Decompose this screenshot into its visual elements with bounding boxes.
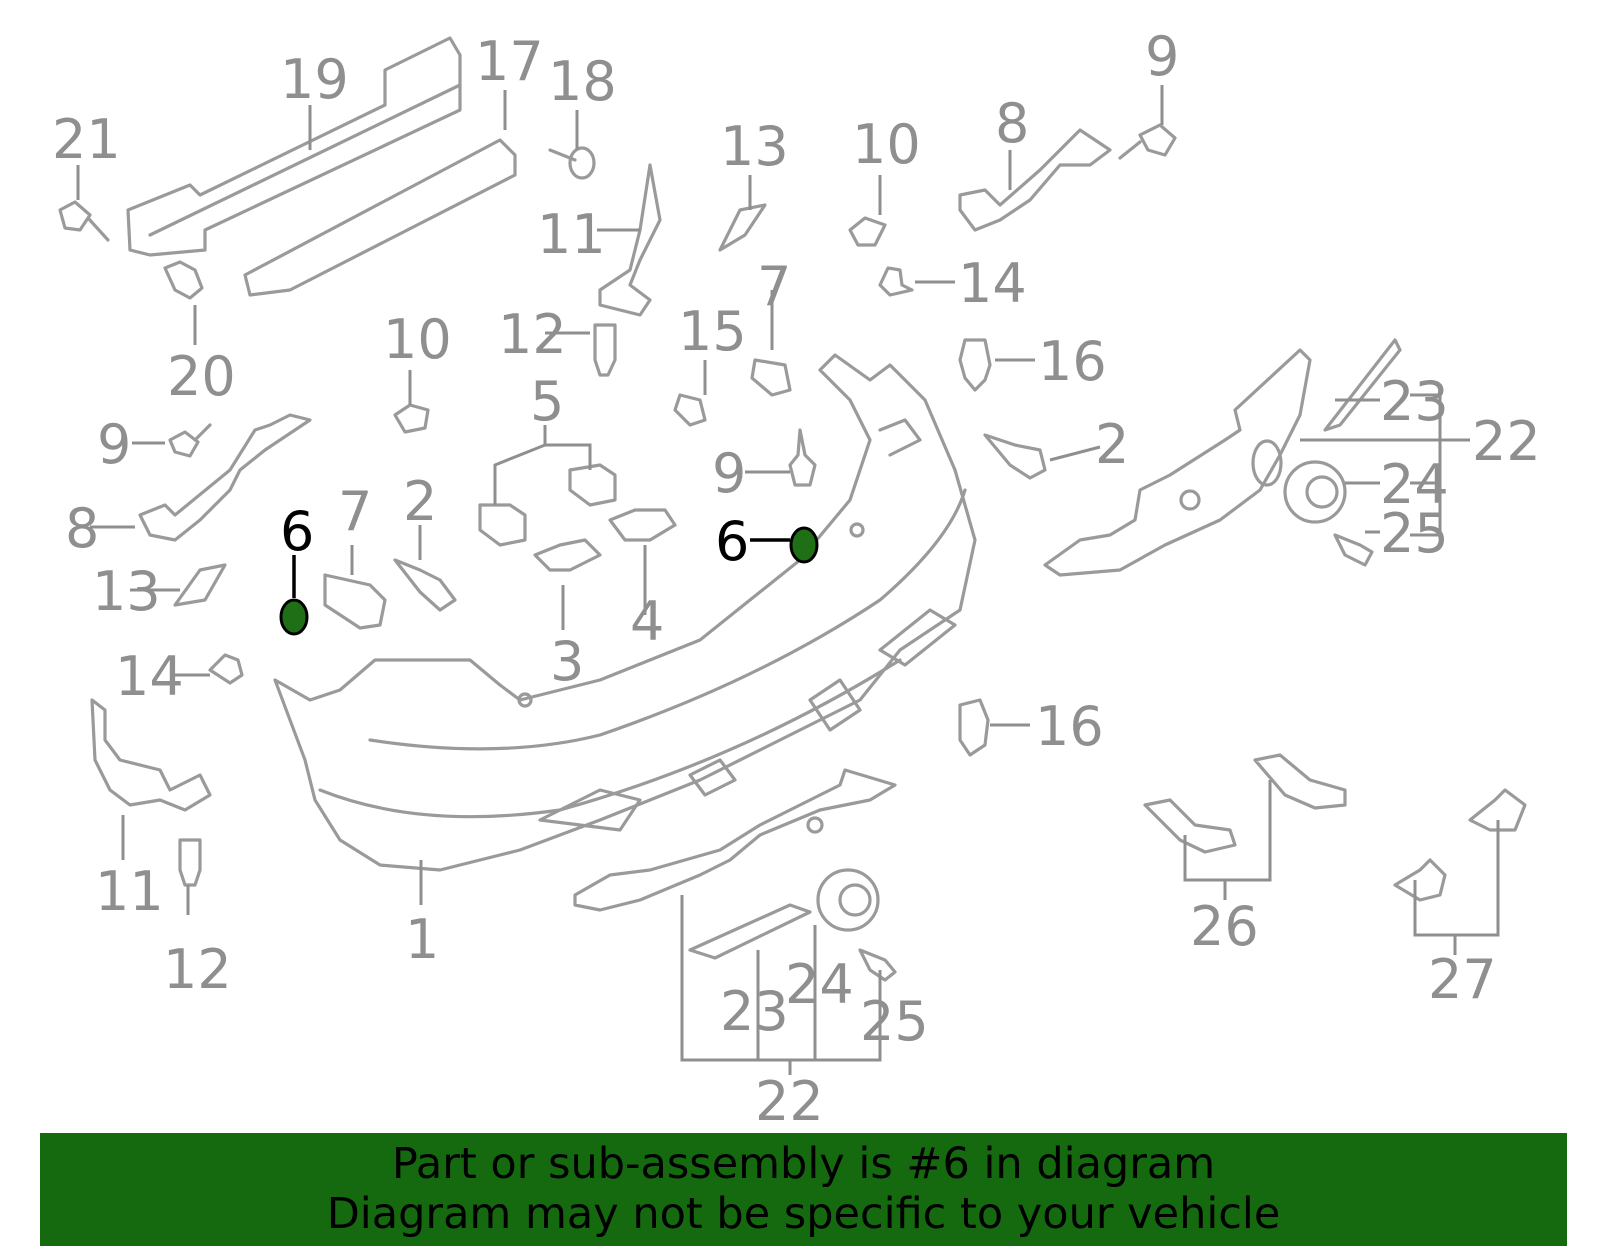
lower-skirt-part xyxy=(573,768,897,912)
fastener-parts xyxy=(58,123,1374,982)
callout-12-upper: 12 xyxy=(498,303,567,366)
part-6-plug-right xyxy=(789,526,819,564)
callout-17: 17 xyxy=(475,30,544,93)
callout-10-left: 10 xyxy=(383,308,452,371)
bracket-27-parts xyxy=(1393,788,1527,902)
info-banner: Part or sub-assembly is #6 in diagram Di… xyxy=(40,1133,1567,1246)
callout-14-upper: 14 xyxy=(958,252,1027,315)
callout-22-lower: 22 xyxy=(755,1070,824,1133)
callout-11-lower: 11 xyxy=(95,860,164,923)
banner-line-2: Diagram may not be specific to your vehi… xyxy=(326,1189,1281,1239)
part-6-plug-left xyxy=(279,598,309,636)
callout-2-left: 2 xyxy=(403,470,437,533)
callout-8-left: 8 xyxy=(65,497,99,560)
bracket-26-parts xyxy=(1143,753,1347,854)
callout-26: 26 xyxy=(1190,895,1259,958)
leader-lines xyxy=(76,85,1500,1075)
callout-6-left: 6 xyxy=(280,500,314,563)
callout-25-lower: 25 xyxy=(860,990,929,1053)
callout-3: 3 xyxy=(550,630,584,693)
trim-strip-parts xyxy=(688,338,1402,960)
callout-19: 19 xyxy=(280,48,349,111)
callout-21: 21 xyxy=(52,108,121,171)
callout-27: 27 xyxy=(1428,948,1497,1011)
callout-23-lower: 23 xyxy=(720,980,789,1043)
callout-9-left: 9 xyxy=(97,413,131,476)
bracket-8-upper-part xyxy=(958,128,1112,232)
callout-24-right: 24 xyxy=(1380,453,1449,516)
callout-10-upper: 10 xyxy=(852,113,921,176)
callout-4: 4 xyxy=(630,590,664,653)
callout-13-lower: 13 xyxy=(92,560,161,623)
callout-22-right: 22 xyxy=(1472,410,1541,473)
side-cover-right-part xyxy=(1043,348,1312,577)
bracket-upper-part xyxy=(598,163,662,317)
callout-5: 5 xyxy=(530,370,564,433)
callout-labels: 19 17 18 21 20 11 13 10 8 9 14 12 15 7 1… xyxy=(52,25,1541,1133)
bracket-8-lower-part xyxy=(138,413,312,542)
callout-25-right: 25 xyxy=(1380,502,1449,565)
callout-18: 18 xyxy=(548,50,617,113)
callout-12-lower: 12 xyxy=(163,938,232,1001)
callout-9-centre: 9 xyxy=(712,442,746,505)
callout-7-upper: 7 xyxy=(757,255,791,318)
banner-line-1: Part or sub-assembly is #6 in diagram xyxy=(391,1139,1216,1189)
callout-2-right: 2 xyxy=(1095,413,1129,476)
callout-16-upper: 16 xyxy=(1038,330,1107,393)
callout-8-upper: 8 xyxy=(995,92,1029,155)
callout-23-right: 23 xyxy=(1380,370,1449,433)
callout-15: 15 xyxy=(678,300,747,363)
callout-24-lower: 24 xyxy=(785,953,854,1016)
reinforcement-beam-part xyxy=(126,36,517,297)
callout-7-lower: 7 xyxy=(338,480,372,543)
callout-16-lower: 16 xyxy=(1035,695,1104,758)
bumper-cover-part xyxy=(273,353,977,872)
callout-11-upper: 11 xyxy=(537,203,606,266)
callout-1: 1 xyxy=(405,908,439,971)
callout-9-upper: 9 xyxy=(1145,25,1179,88)
callout-14-lower: 14 xyxy=(115,645,184,708)
highlighted-part-6 xyxy=(279,526,819,636)
callout-13-upper: 13 xyxy=(720,115,789,178)
callout-20: 20 xyxy=(167,345,236,408)
callout-6-right: 6 xyxy=(715,510,749,573)
bracket-lower-part xyxy=(90,698,212,812)
